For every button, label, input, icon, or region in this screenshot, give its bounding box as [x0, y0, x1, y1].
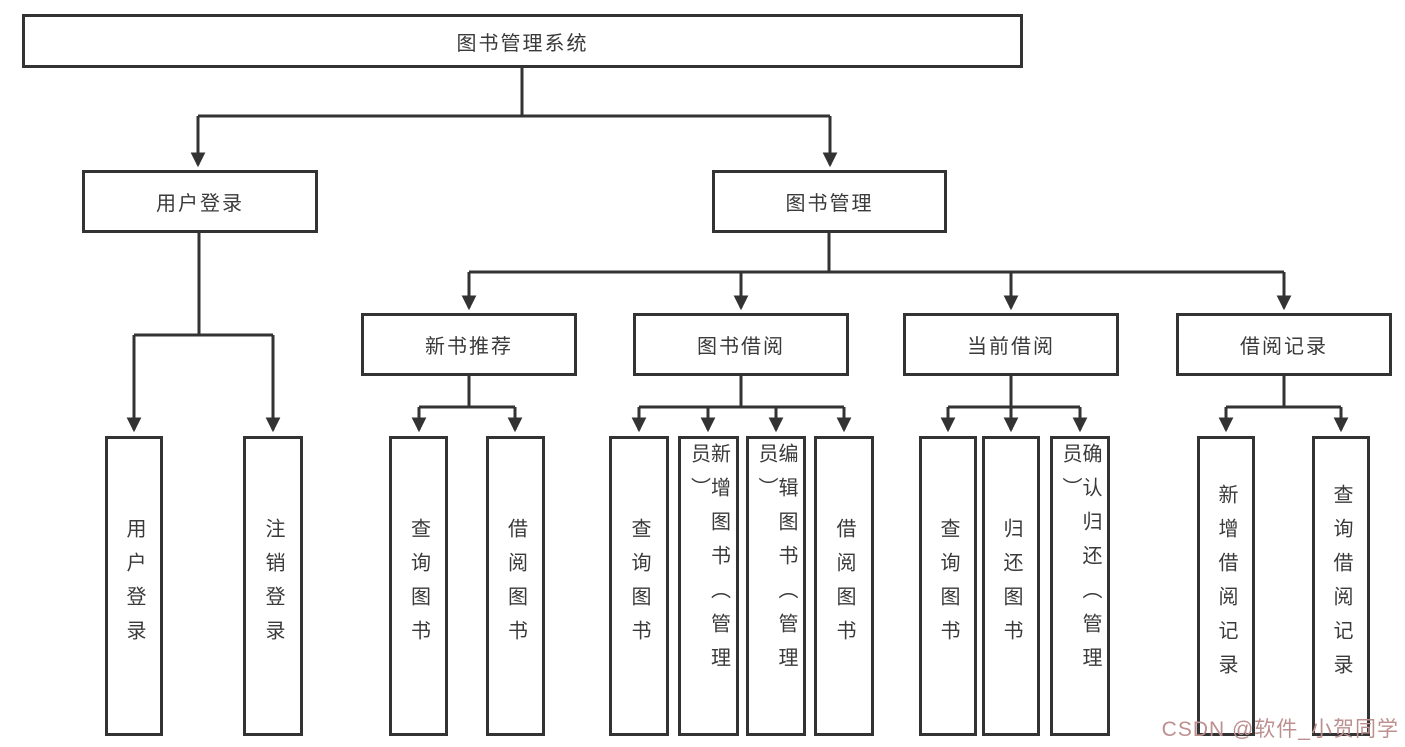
- leaf-add-books-admin: 新增图书（管理员）: [678, 436, 739, 736]
- leaf-query-books: 查询图书: [609, 436, 669, 736]
- node-book-borrow: 图书借阅: [633, 313, 849, 376]
- leaf-user-login: 用户登录: [105, 436, 163, 736]
- node-new-book-recommend: 新书推荐: [361, 313, 577, 376]
- node-label: 用户登录: [123, 518, 145, 654]
- node-label: 归还图书: [1000, 518, 1022, 654]
- node-current-borrow: 当前借阅: [903, 313, 1119, 376]
- node-root-system: 图书管理系统: [22, 14, 1023, 68]
- leaf-query-books: 查询图书: [389, 436, 448, 736]
- node-label: 查询图书: [937, 518, 959, 654]
- node-user-login-branch: 用户登录: [82, 170, 318, 233]
- leaf-logout: 注销登录: [243, 436, 303, 736]
- leaf-return-books: 归还图书: [982, 436, 1040, 736]
- node-label: 新书推荐: [425, 336, 513, 358]
- node-label: 当前借阅: [967, 336, 1055, 358]
- node-label: 查询图书: [628, 518, 650, 654]
- node-label: 编辑图书（管理员）: [755, 443, 797, 681]
- node-label: 图书借阅: [697, 336, 785, 358]
- csdn-watermark: CSDN @软件_小贺同学: [1161, 718, 1399, 741]
- node-label: 图书管理: [785, 193, 874, 215]
- node-label: 借阅图书: [833, 518, 855, 654]
- leaf-query-books: 查询图书: [919, 436, 977, 736]
- node-book-management-branch: 图书管理: [712, 170, 947, 233]
- node-label: 借阅记录: [1240, 336, 1328, 358]
- node-borrow-records: 借阅记录: [1176, 313, 1392, 376]
- node-label: 新增借阅记录: [1215, 484, 1237, 688]
- leaf-borrow-books: 借阅图书: [814, 436, 874, 736]
- node-label: 查询图书: [407, 518, 430, 654]
- leaf-query-borrow-record: 查询借阅记录: [1312, 436, 1370, 736]
- node-label: 用户登录: [156, 193, 244, 215]
- leaf-borrow-books: 借阅图书: [486, 436, 545, 736]
- leaf-add-borrow-record: 新增借阅记录: [1197, 436, 1255, 736]
- leaf-edit-books-admin: 编辑图书（管理员）: [746, 436, 806, 736]
- leaf-confirm-return-admin: 确认归还（管理员）: [1050, 436, 1110, 736]
- node-label: 借阅图书: [504, 518, 527, 654]
- node-label: 图书管理系统: [456, 32, 589, 55]
- node-label: 注销登录: [262, 518, 284, 654]
- node-label: 新增图书（管理员）: [687, 443, 730, 681]
- node-label: 确认归还（管理员）: [1059, 443, 1101, 681]
- node-label: 查询借阅记录: [1330, 484, 1352, 688]
